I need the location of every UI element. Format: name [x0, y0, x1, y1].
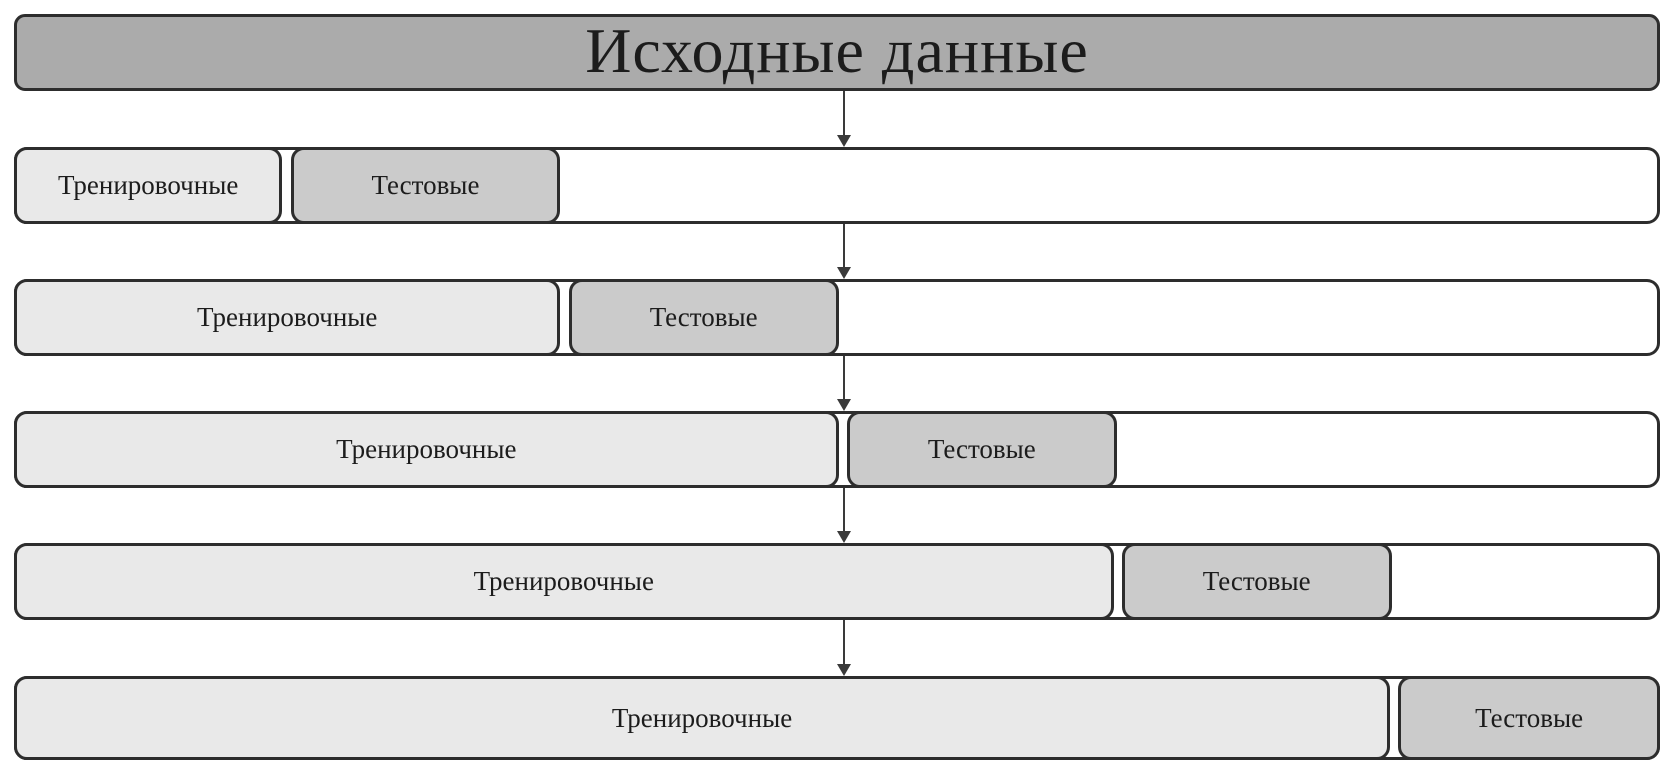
arrow-stem	[843, 488, 845, 534]
test-block: Тестовые	[290, 147, 561, 224]
down-arrow-icon	[836, 91, 852, 147]
arrow-head	[837, 399, 851, 411]
test-label: Тестовые	[1475, 702, 1584, 733]
down-arrow-icon	[836, 488, 852, 543]
test-block: Тестовые	[846, 411, 1117, 488]
test-block: Тестовые	[568, 279, 839, 356]
train-block: Тренировочные	[14, 543, 1114, 620]
train-label: Тренировочные	[197, 302, 378, 332]
test-block: Тестовые	[1398, 676, 1660, 760]
test-label: Тестовые	[649, 302, 758, 332]
train-label: Тренировочные	[611, 702, 793, 733]
fold-row-3: Тренировочные Тестовые	[14, 411, 1660, 488]
arrow-head	[837, 531, 851, 543]
source-data-box: Исходные данные	[14, 14, 1660, 91]
test-label: Тестовые	[371, 170, 480, 200]
down-arrow-icon	[836, 224, 852, 279]
train-block: Тренировочные	[14, 411, 839, 488]
test-block: Тестовые	[1121, 543, 1392, 620]
down-arrow-icon	[836, 620, 852, 676]
arrow-stem	[843, 356, 845, 402]
train-block: Тренировочные	[14, 279, 561, 356]
fold-row-4: Тренировочные Тестовые	[14, 543, 1660, 620]
train-label: Тренировочные	[57, 170, 239, 200]
arrow-stem	[843, 224, 845, 270]
train-block: Тренировочные	[14, 676, 1391, 760]
train-label: Тренировочные	[473, 566, 654, 596]
arrow-head	[837, 267, 851, 279]
data-container	[14, 147, 1660, 224]
train-label: Тренировочные	[336, 434, 517, 464]
down-arrow-icon	[836, 356, 852, 411]
source-data-label: Исходные данные	[585, 14, 1089, 86]
test-label: Тестовые	[1202, 566, 1311, 596]
arrow-head	[837, 135, 851, 147]
arrow-stem	[843, 91, 845, 138]
arrow-stem	[843, 620, 845, 667]
train-block: Тренировочные	[14, 147, 283, 224]
fold-row-5: Тренировочные Тестовые	[14, 676, 1660, 760]
fold-row-1: Тренировочные Тестовые	[14, 147, 1660, 224]
arrow-head	[837, 664, 851, 676]
fold-row-2: Тренировочные Тестовые	[14, 279, 1660, 356]
test-label: Тестовые	[927, 434, 1036, 464]
